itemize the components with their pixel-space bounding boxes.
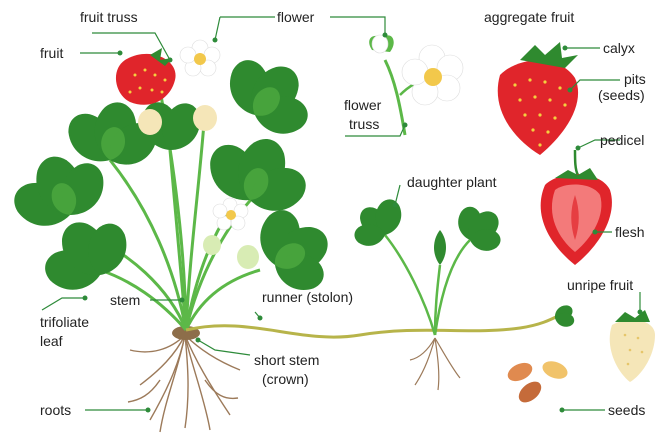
aggregate-fruit-illustration [498, 42, 578, 155]
label-trifoliate-line2: leaf [40, 333, 63, 349]
label-flower: flower [277, 9, 315, 25]
label-stem: stem [110, 292, 140, 308]
label-pedicel: pedicel [600, 132, 644, 148]
runner-illustration [186, 315, 560, 337]
label-fruit-truss: fruit truss [80, 9, 138, 25]
label-short-stem-line1: short stem [254, 352, 319, 368]
ripe-fruit-illustration [116, 48, 176, 105]
flower-on-plant [180, 40, 220, 76]
daughter-plant-illustration [354, 197, 504, 390]
label-trifoliate-line1: trifoliate [40, 314, 89, 330]
label-flesh: flesh [615, 224, 645, 240]
label-roots: roots [40, 402, 71, 418]
label-fruit: fruit [40, 45, 63, 61]
label-seeds: seeds [608, 402, 645, 418]
label-flower-truss-line2: truss [349, 116, 379, 132]
runner-leaf [552, 302, 576, 328]
flower-truss-illustration [369, 35, 463, 135]
roots-illustration [128, 335, 240, 432]
unripe-fruit-illustration [610, 310, 655, 382]
label-seeds-paren: (seeds) [598, 87, 645, 103]
label-pits: pits [624, 71, 646, 87]
label-unripe-fruit: unripe fruit [567, 277, 633, 293]
label-flower-truss-line1: flower [344, 97, 382, 113]
unripe-fruit-on-plant [138, 109, 162, 135]
green-fruit-on-plant [237, 245, 259, 269]
label-daughter-plant: daughter plant [407, 174, 497, 190]
green-fruit-on-plant [203, 235, 221, 255]
seeds-illustration [505, 358, 570, 406]
cut-fruit-illustration [541, 150, 612, 265]
flower-on-plant [213, 198, 248, 230]
label-short-stem-line2: (crown) [262, 371, 309, 387]
label-runner: runner (stolon) [262, 289, 353, 305]
unripe-fruit-on-plant [193, 105, 217, 131]
label-aggregate-fruit: aggregate fruit [484, 9, 574, 25]
label-calyx: calyx [603, 40, 635, 56]
